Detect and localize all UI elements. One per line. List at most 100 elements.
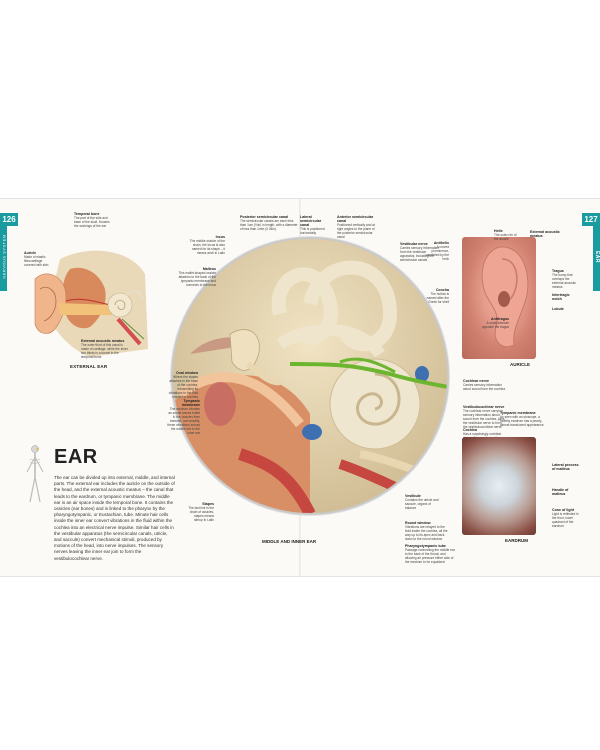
label-text: Where the stapes attaches to the base of… — [168, 375, 198, 399]
auricle-photo — [462, 237, 536, 359]
label-text: Carries sensory information from the ves… — [400, 246, 439, 262]
label-title: Posterior semicircular canal — [240, 215, 289, 219]
label-title: Incus — [215, 235, 225, 239]
label-title: Round window — [405, 521, 431, 525]
label-title: Tympanic membrane — [500, 411, 536, 415]
label-title: Vestibule — [405, 494, 421, 498]
label-text: Light is reflected in the front, lower q… — [552, 512, 579, 528]
label-anterior-semicircular-canal: Anterior semicircular canal Positioned v… — [337, 215, 375, 239]
label-text: The eardrum vibrates as sound waves buff… — [167, 407, 200, 435]
label-vestibulocochlear-nerve: Vestibulocochlear nerve The cochlear ner… — [463, 405, 505, 429]
label-text: The bump that overlaps the external acou… — [552, 273, 576, 289]
right-section-label: EAR — [594, 250, 600, 264]
label-external-acoustic-meatus-auricle: External acoustic meatus — [530, 230, 560, 238]
label-text: The part of the side and base of the sku… — [74, 216, 110, 228]
label-text: Passage connecting the middle ear to the… — [405, 548, 455, 564]
label-intertragic-notch: Intertragic notch — [552, 293, 580, 301]
label-text: The cochlear nerve carrying sensory info… — [463, 409, 505, 429]
label-external-acoustic-meatus: External acoustic meatus The outer third… — [81, 339, 131, 359]
label-text: As seen with an otoscope, a healthy eard… — [500, 415, 544, 427]
label-handle-of-malleus: Handle of malleus — [552, 488, 580, 496]
label-title: Temporal bone — [74, 212, 100, 216]
label-title: Tragus — [552, 269, 564, 273]
label-incus: Incus The middle ossicle of the chain, t… — [185, 235, 225, 255]
label-text: This mallet-shaped ossicle attaches to t… — [178, 271, 216, 287]
label-round-window: Round window Vibrations are relayed to t… — [405, 521, 450, 541]
right-page-number: 127 — [582, 213, 600, 226]
label-title: Intertragic notch — [552, 293, 570, 301]
label-antitragus: Antitragus A small tubercle opposite the… — [477, 317, 509, 329]
skeleton-figure-icon — [26, 445, 44, 503]
label-tragus: Tragus The bump that overlaps the extern… — [552, 269, 580, 289]
label-lobule: Lobule — [552, 307, 580, 311]
left-section-tab: NERVOUS SYSTEM — [0, 226, 7, 291]
label-title: Tympanic membrane — [181, 399, 200, 407]
label-text: The semicircular canals are each less th… — [240, 219, 298, 231]
label-text: The outer third of this canal is made of… — [81, 343, 128, 359]
right-section-tab: EAR — [593, 226, 600, 291]
label-vestibular-nerve: Vestibular nerve Carries sensory informa… — [400, 242, 440, 262]
label-stapes: Stapes The last link in the chain of oss… — [188, 502, 214, 522]
ear-shape-icon — [481, 246, 529, 348]
label-vestibule: Vestibule Contains the utricle and saccu… — [405, 494, 439, 510]
auricle-title: AURICLE — [510, 362, 530, 367]
label-malleus: Malleus This mallet-shaped ossicle attac… — [176, 267, 216, 287]
label-title: Vestibular nerve — [400, 242, 428, 246]
label-title: Oval window — [176, 371, 198, 375]
eardrum-photo — [462, 437, 536, 535]
label-title: Stapes — [202, 502, 214, 506]
label-title: Pharyngotympanic tube — [405, 544, 446, 548]
label-title: Lateral process of malleus — [552, 463, 579, 471]
label-text: Carries sensory information about sound … — [463, 383, 505, 391]
label-concha: Concha The hollow is named after the Gre… — [425, 288, 449, 304]
label-auricle-external: Auricle Made of elastic fibrocartilage c… — [24, 251, 52, 267]
label-text: Vibrations are relayed to the fluid insi… — [405, 525, 448, 541]
label-text: A small tubercle opposite the tragus — [481, 321, 509, 329]
label-title: Cochlea — [463, 428, 477, 432]
label-title: Helix — [494, 229, 503, 233]
label-title: Anterior semicircular canal — [337, 215, 374, 223]
label-pharyngotympanic-tube: Pharyngotympanic tube Passage connecting… — [405, 544, 457, 564]
label-text: The hollow is named after the Greek for … — [426, 292, 449, 304]
label-title: Cone of light — [552, 508, 574, 512]
label-lateral-process-of-malleus: Lateral process of malleus — [552, 463, 580, 471]
label-text: The outer rim of the auricle — [494, 233, 517, 241]
label-title: Lateral semicircular canal — [300, 215, 322, 227]
label-title: Lobule — [552, 307, 564, 311]
label-title: Handle of malleus — [552, 488, 569, 496]
label-text: The middle ossicle of the chain, the inc… — [189, 239, 225, 255]
eardrum-title: EARDRUM — [505, 538, 528, 543]
label-title: Malleus — [202, 267, 216, 271]
label-title: External acoustic meatus — [530, 230, 560, 238]
middle-inner-ear-illustration — [170, 236, 450, 516]
label-text: A curved prominence, paralleled by the h… — [425, 245, 449, 261]
label-lateral-semicircular-canal: Lateral semicircular canal This is posit… — [300, 215, 330, 235]
label-tympanic-membrane: Tympanic membrane The eardrum vibrates a… — [166, 399, 200, 435]
label-text: Contains the utricle and saccule, organs… — [405, 498, 439, 510]
intro-body-text: The ear can be divided up into external,… — [54, 475, 175, 561]
middle-inner-ear-title: MIDDLE AND INNER EAR — [262, 539, 317, 544]
page-title: EAR — [54, 446, 98, 468]
label-title: Antihelix — [433, 241, 449, 245]
label-temporal-bone: Temporal bone The part of the side and b… — [74, 212, 112, 228]
external-ear-title: EXTERNAL EAR — [70, 364, 108, 369]
label-tympanic-membrane-eardrum: Tympanic membrane As seen with an otosco… — [500, 411, 548, 427]
label-cochlear-nerve: Cochlear nerve Carries sensory informati… — [463, 379, 505, 391]
label-cone-of-light: Cone of light Light is reflected in the … — [552, 508, 580, 528]
label-text: This is positioned horizontally — [300, 227, 325, 235]
label-posterior-semicircular-canal: Posterior semicircular canal The semicir… — [240, 215, 298, 231]
label-antihelix: Antihelix A curved prominence, parallele… — [425, 241, 449, 261]
label-text: Positioned vertically and at right angle… — [337, 223, 375, 239]
label-title: External acoustic meatus — [81, 339, 125, 343]
label-title: Auricle — [24, 251, 37, 255]
left-section-label: NERVOUS SYSTEM — [1, 234, 7, 279]
label-text: The last link in the chain of ossicles, … — [188, 506, 214, 522]
label-title: Cochlear nerve — [463, 379, 489, 383]
label-helix: Helix The outer rim of the auricle — [494, 229, 518, 241]
book-spread: 126 NERVOUS SYSTEM 127 EAR EXTERNAL EAR … — [0, 198, 600, 577]
label-oval-window: Oval window Where the stapes attaches to… — [166, 371, 198, 399]
left-page-number: 126 — [0, 213, 18, 226]
label-title: Vestibulocochlear nerve — [463, 405, 505, 409]
label-title: Antitragus — [491, 317, 509, 321]
external-ear-illustration — [30, 239, 150, 359]
